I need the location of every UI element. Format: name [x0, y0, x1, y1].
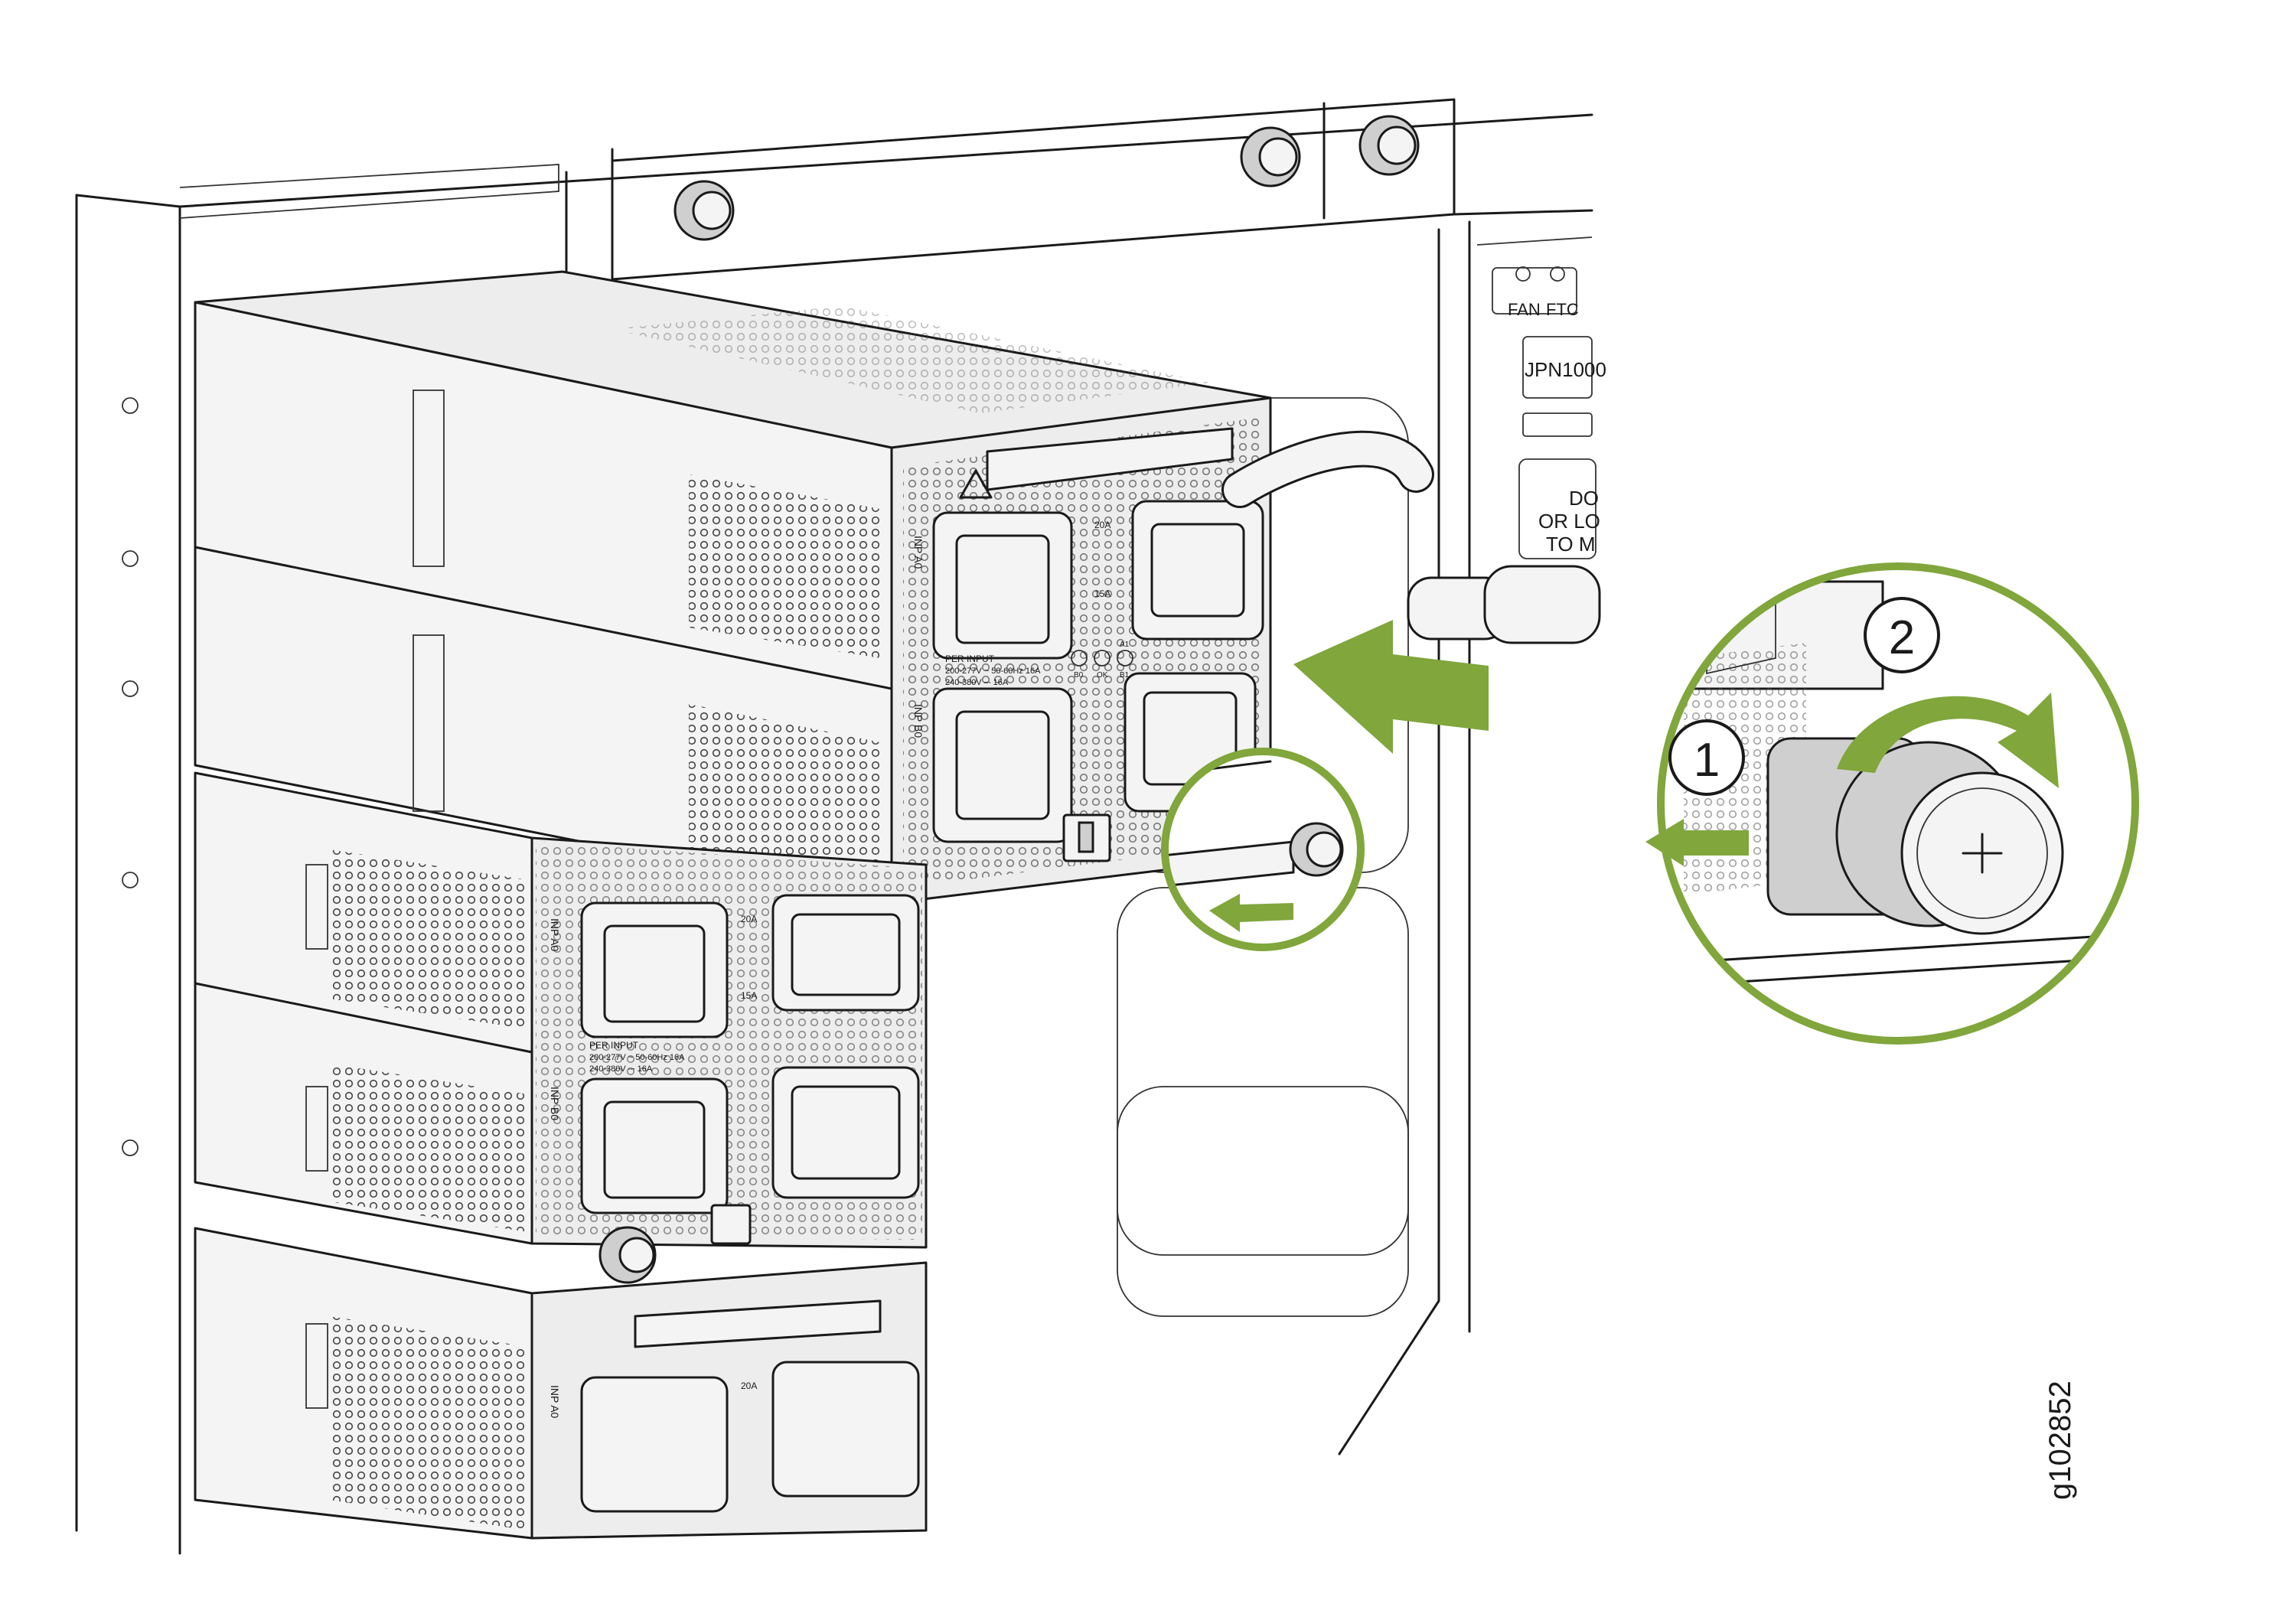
- chassis-labels: FAN FTC JPN1000 DO OR LO TO M: [1508, 266, 1606, 556]
- led-ok-label: OK: [1097, 671, 1108, 680]
- fan-label: FAN: [1508, 300, 1541, 319]
- push-arrow-icon: [1293, 620, 1489, 754]
- lower-input-b0: INP B0: [549, 1087, 561, 1120]
- ftc-label: FTC: [1546, 300, 1579, 319]
- input-a0-label: INP A0: [912, 536, 925, 569]
- psu-upper-removed[interactable]: PER INPUT 200-277V ~ 50-60Hz 16A 240-380…: [194, 270, 1272, 905]
- rating-20a-label: 20A: [1094, 520, 1110, 530]
- large-detail-circle: [1645, 562, 2139, 1045]
- counterclockwise-arrow-icon: [1837, 693, 2059, 788]
- step-2-label: 2: [1889, 611, 1915, 664]
- led-b0-label: B0: [1074, 671, 1084, 680]
- third-rating-20a: 20A: [741, 1380, 757, 1391]
- do-text-3: TO M: [1546, 533, 1596, 556]
- do-text-2: OR LO: [1538, 510, 1600, 533]
- figure-id: g102852: [2043, 1380, 2077, 1500]
- rating-15a-label: 15A: [1094, 588, 1110, 599]
- step-1-label: 1: [1694, 734, 1720, 787]
- do-text-1: DO: [1569, 487, 1599, 510]
- lower-spec-1: 200-277V ~ 50-60Hz 16A: [589, 1053, 685, 1062]
- lower-spec-2: 240-380V ⎓ 16A: [589, 1064, 653, 1074]
- small-detail-circle: [1161, 748, 1365, 951]
- lower-input-a0: INP A0: [549, 918, 561, 952]
- callout-step-1: 1: [1668, 719, 1745, 796]
- hot-surface-warning-icon: [959, 469, 993, 499]
- model-label: JPN1000: [1525, 358, 1606, 381]
- pull-left-arrow-icon: [1645, 819, 1749, 866]
- lower-per-input-label: PER INPUT: [589, 1040, 639, 1051]
- lower-rating-15a: 15A: [741, 990, 757, 1001]
- third-input-a0: INP A0: [549, 1385, 561, 1419]
- led-b1-label: B1: [1120, 671, 1130, 680]
- lower-rating-20a: 20A: [741, 914, 757, 924]
- chassis-captive-screws: [673, 115, 1420, 241]
- chassis-frame: [75, 98, 1596, 1555]
- power-cord: [1221, 430, 1601, 644]
- led-a1-label: A1: [1120, 641, 1130, 649]
- captive-screw-icon[interactable]: [1835, 741, 2064, 935]
- per-input-label: PER INPUT: [945, 654, 995, 664]
- spec-line-2: 240-380V ⎓ 16A: [945, 678, 1009, 687]
- spec-line-1: 200-277V ~ 50-60Hz 16A: [945, 667, 1041, 676]
- callout-step-2: 2: [1864, 597, 1940, 673]
- psu-lower-installed: PER INPUT 200-277V ~ 50-60Hz 16A 240-380…: [194, 771, 928, 1540]
- input-b0-label: INP B0: [912, 704, 925, 738]
